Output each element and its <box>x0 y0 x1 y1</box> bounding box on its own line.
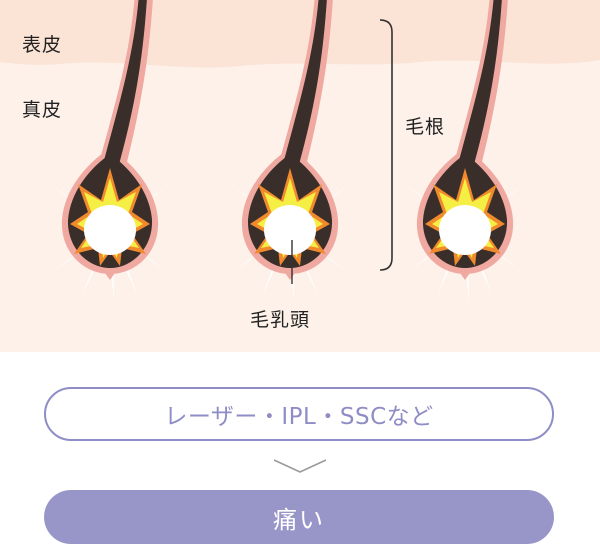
label-hair-root: 毛根 <box>405 116 446 138</box>
label-dermis: 真皮 <box>22 99 63 121</box>
method-box: レーザー・IPL・SSCなど <box>44 387 554 441</box>
result-box: 痛い <box>44 490 554 544</box>
result-text: 痛い <box>273 505 325 534</box>
hair-root-bracket <box>379 19 393 271</box>
hair-removal-diagram <box>0 0 600 352</box>
chevron-down-icon <box>273 459 327 473</box>
epidermis-layer <box>0 0 600 68</box>
method-text: レーザー・IPL・SSCなど <box>164 404 434 430</box>
label-epidermis: 表皮 <box>22 34 63 56</box>
label-dermal-papilla: 毛乳頭 <box>250 309 311 331</box>
